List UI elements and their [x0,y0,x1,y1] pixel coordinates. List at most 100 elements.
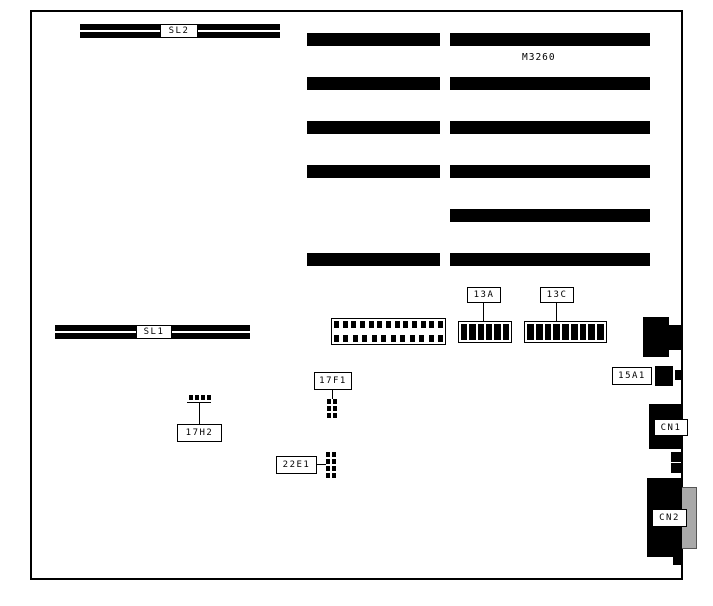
jumper-pin [327,406,331,411]
header-pin [368,321,374,328]
header-pin [334,321,339,328]
header-pin [428,335,434,342]
dip-switch-segment [535,324,543,340]
expansion-slot [307,77,440,90]
pin-header-top-row [334,321,443,328]
jumper-pin [327,413,331,418]
jumper-17h2-pins [189,395,211,400]
header-pin [437,335,443,342]
header-pin [409,335,415,342]
header-pin [352,335,358,342]
header-pin [377,321,383,328]
jumper-17f1-pins [327,399,337,418]
connector-cn1-label: CN1 [654,419,688,436]
header-pin [420,321,426,328]
expansion-slot [307,33,440,46]
expansion-slot [450,77,650,90]
dip-switch-segment [461,324,468,340]
jumper-17f1-label: 17F1 [314,372,352,390]
jumper-pin [326,459,330,464]
jumper-22e1-pins [326,452,336,478]
dip-switch-segment [553,324,561,340]
leader-line-17f1 [332,390,333,399]
din-keyboard-connector [643,317,669,357]
jumper-pin [333,413,337,418]
connector-cn2-label: CN2 [652,509,687,527]
header-pin [351,321,357,328]
header-pin [343,335,349,342]
leader-line-17h2 [199,403,200,424]
header-pin [394,321,400,328]
jumper-pin [327,399,331,404]
header-pin [411,321,417,328]
dip-switch-13a [458,321,512,343]
header-pin [362,335,368,342]
dip-13c-label: 13C [540,287,574,303]
jumper-17h2-label: 17H2 [177,424,222,442]
dip-switch-segment [477,324,484,340]
header-pin [403,321,409,328]
board-outline [30,10,683,580]
jumper-pin [195,395,199,400]
jumper-pin [332,466,336,471]
slot-sl1-label: SL1 [136,325,172,339]
expansion-slot [450,253,650,266]
dip-switch-segment [570,324,578,340]
expansion-slot [307,253,440,266]
dip-switch-segment [502,324,509,340]
leader-line-13a [483,303,484,321]
dip-switch-13c [524,321,607,343]
jumper-pin [201,395,205,400]
expansion-slot [450,209,650,222]
edge-pad-2 [671,463,681,473]
header-pin [334,335,339,342]
dip-switch-segment [469,324,476,340]
dip-switch-segment [597,324,605,340]
jumper-pin [333,399,337,404]
dip-switch-segment [485,324,493,340]
dip-switch-segment [494,324,501,340]
jumper-17h2-base [187,402,211,403]
jumper-22e1-label: 22E1 [276,456,317,474]
edge-pad-15a1 [675,370,683,380]
expansion-slot [450,165,650,178]
expansion-slot [307,121,440,134]
dip-switch-segment [562,324,569,340]
edge-pad-3 [673,556,682,565]
expansion-slot [307,165,440,178]
header-pin [342,321,348,328]
jumper-pin [332,459,336,464]
leader-line-22e1 [317,464,326,465]
dip-switch-segment [579,324,587,340]
header-pin [371,335,377,342]
header-pin [437,321,443,328]
jumper-pin [326,452,330,457]
jumper-pin [326,473,330,478]
header-pin [390,335,396,342]
jumper-pin [332,473,336,478]
dip-switch-segment [588,324,596,340]
pin-header-connector [331,318,446,345]
header-pin [419,335,425,342]
edge-pad-1 [671,452,681,462]
din-keyboard-connector-tab [669,325,681,350]
pin-header-bottom-row [334,335,443,342]
jumper-pin [189,395,193,400]
jumper-pin [332,452,336,457]
expansion-slot [450,33,650,46]
dip-13a-label: 13A [467,287,501,303]
header-pin [381,335,387,342]
expansion-slot [450,121,650,134]
jumper-pin [207,395,211,400]
header-pin [429,321,435,328]
jumper-pin [326,466,330,471]
leader-line-13c [556,303,557,321]
dip-switch-segment [544,324,552,340]
part-number: M3260 [522,52,556,63]
header-pin [359,321,365,328]
slot-sl2-label: SL2 [160,24,198,38]
dip-switch-segment [527,324,534,340]
connector-15a1-label: 15A1 [612,367,652,385]
header-pin [400,335,406,342]
